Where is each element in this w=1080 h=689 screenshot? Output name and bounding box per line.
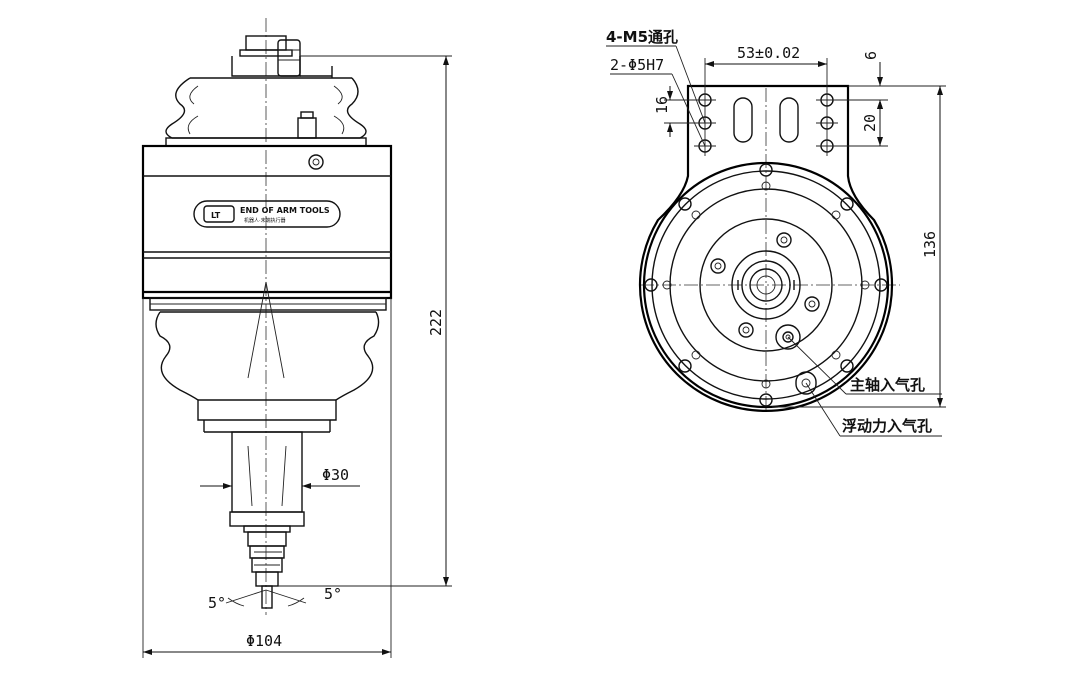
top-air-fitting bbox=[239, 35, 301, 77]
dim-16-text: 16 bbox=[653, 96, 671, 114]
dim-total-height: 222 bbox=[278, 55, 452, 587]
cone-lines bbox=[247, 281, 285, 379]
brand-subtext: 机器人·末端执行器 bbox=[244, 217, 286, 224]
dim-20-text: 20 bbox=[861, 114, 879, 132]
side-air-fitting bbox=[297, 111, 317, 139]
angle-right-label: 5° bbox=[324, 585, 342, 603]
float-air-port bbox=[795, 371, 817, 395]
dim-top-offset-text: 6 bbox=[862, 51, 880, 60]
inner-bolts bbox=[710, 232, 820, 338]
slot-left bbox=[733, 97, 753, 143]
main-body bbox=[141, 144, 393, 300]
spindle-shaft bbox=[229, 431, 305, 533]
slot-right bbox=[779, 97, 799, 143]
dim-hole-spacing: 53±0.02 bbox=[704, 44, 828, 92]
lower-bellows bbox=[155, 311, 380, 433]
angle-left-label: 5° bbox=[208, 594, 226, 612]
label-float-air-text: 浮动力入气孔 bbox=[842, 417, 932, 435]
dim-body-diameter: Φ104 bbox=[142, 298, 392, 658]
dim-hole-pitch-16: 16 bbox=[653, 86, 698, 137]
central-hub bbox=[731, 250, 801, 320]
port-icon bbox=[308, 154, 324, 170]
label-spindle-air: 主轴入气孔 bbox=[787, 336, 942, 395]
dim-shaft-dia-text: Φ30 bbox=[322, 466, 349, 484]
top-cap bbox=[231, 56, 301, 77]
note-pin-holes: 2-Φ5H7 bbox=[610, 56, 706, 147]
dim-body-dia-text: Φ104 bbox=[246, 632, 282, 650]
mount-bracket bbox=[638, 84, 894, 412]
angle-arc-left bbox=[227, 597, 245, 607]
collet-nut bbox=[247, 531, 287, 609]
label-float-air: 浮动力入气孔 bbox=[805, 382, 942, 437]
dim-hole-pitch-20: 20 bbox=[834, 100, 888, 147]
dim-total-height-text: 222 bbox=[427, 309, 445, 336]
note-m5-text: 4-M5通孔 bbox=[606, 28, 678, 46]
side-view: LT END OF ARM TOOLS 机器人·末端执行器 bbox=[141, 18, 452, 658]
logo-text: LT bbox=[211, 211, 221, 220]
brand-text: END OF ARM TOOLS bbox=[240, 206, 330, 215]
angle-arc-right bbox=[287, 597, 305, 607]
brand-badge: LT END OF ARM TOOLS 机器人·末端执行器 bbox=[193, 200, 341, 228]
dim-front-height-text: 136 bbox=[921, 231, 939, 258]
front-view: 主轴入气孔 浮动力入气孔 4-M5通孔 2-Φ5H7 53±0.02 bbox=[606, 28, 946, 437]
dim-front-height: 136 bbox=[772, 85, 946, 408]
flange-outer bbox=[642, 161, 890, 409]
note-pin-text: 2-Φ5H7 bbox=[610, 56, 664, 74]
note-m5-holes: 4-M5通孔 bbox=[606, 28, 706, 124]
spindle-air-port bbox=[775, 324, 801, 350]
flange-bolts bbox=[644, 163, 888, 407]
logo-icon bbox=[203, 205, 235, 223]
label-spindle-air-text: 主轴入气孔 bbox=[850, 376, 925, 394]
dim-shaft-diameter: Φ30 bbox=[200, 466, 360, 489]
dim-hole-spacing-text: 53±0.02 bbox=[737, 44, 800, 62]
